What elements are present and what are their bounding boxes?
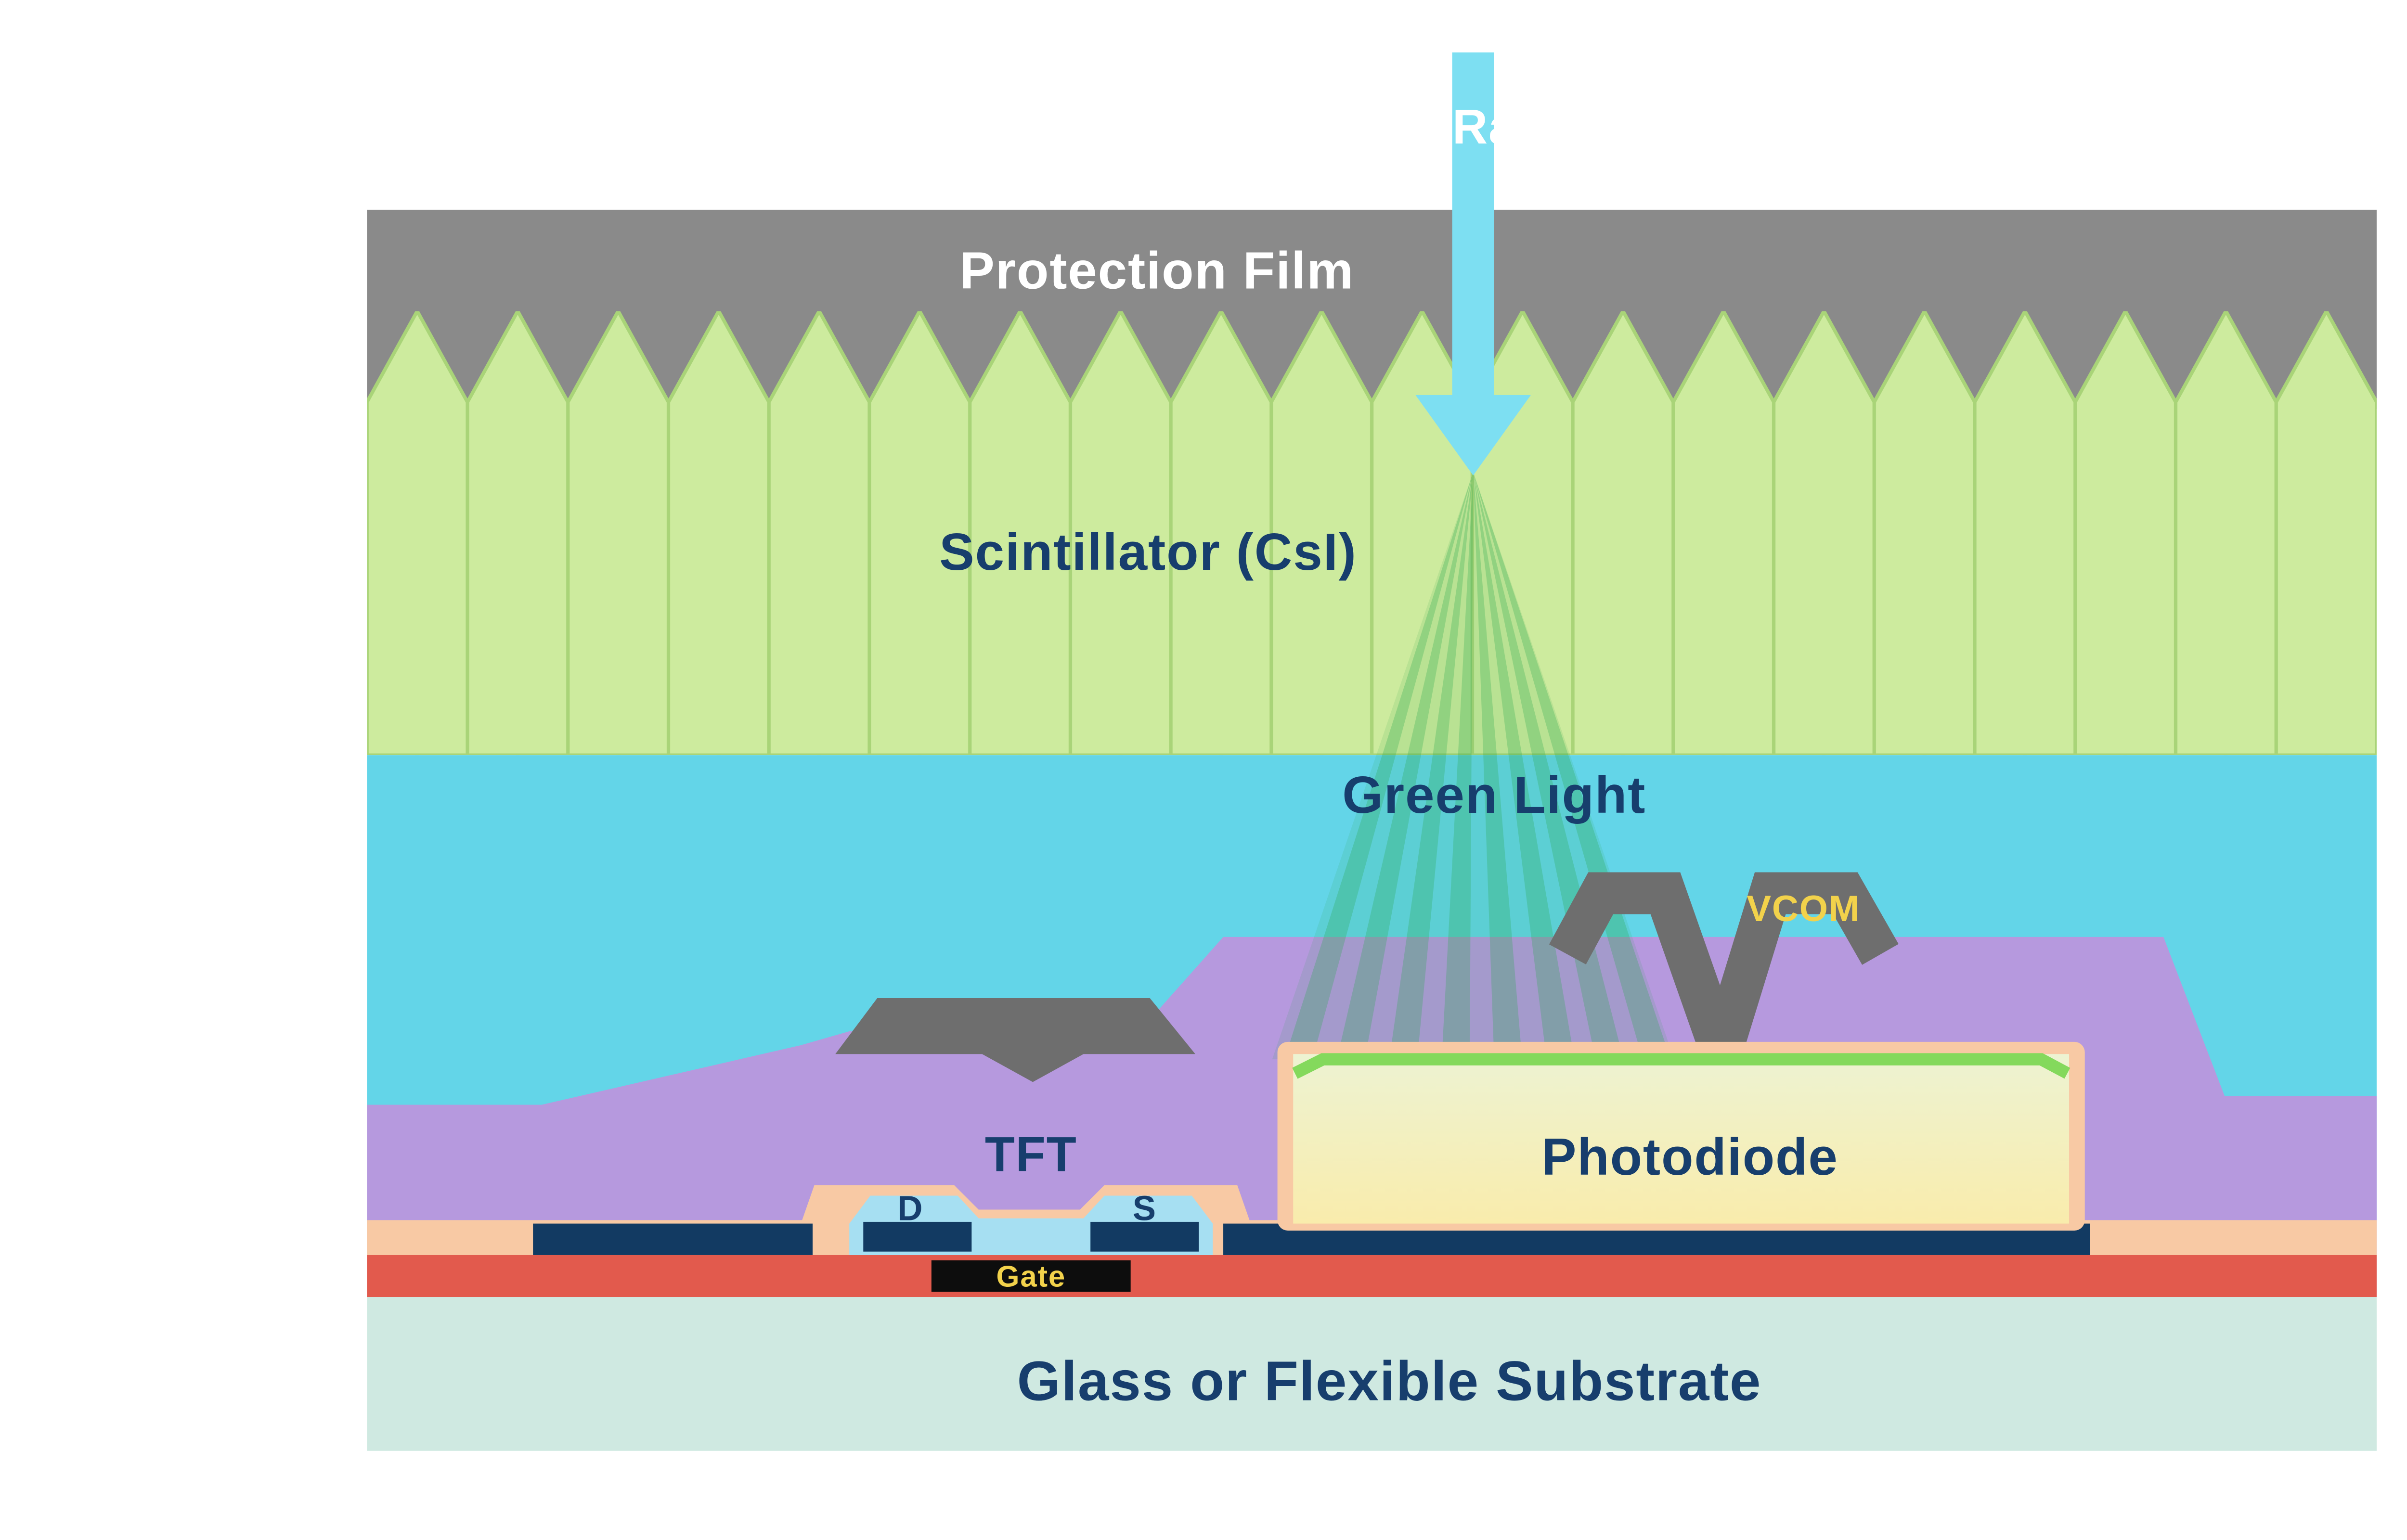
gate-electrode	[931, 1260, 1131, 1292]
vcom-label: VCOM	[1747, 888, 1860, 929]
xray-label: X-Ray	[1402, 99, 1545, 154]
photodiode-body	[1293, 1054, 2070, 1224]
tft-label: TFT	[985, 1127, 1077, 1182]
gate-label: Gate	[996, 1260, 1066, 1293]
protection-film-label: Protection Film	[959, 241, 1354, 300]
arrow-shaft	[1452, 52, 1494, 399]
scintillator-label: Scintillator (CsI)	[939, 523, 1357, 581]
photodiode-top-contact	[1292, 1053, 2071, 1079]
light-ray	[1441, 472, 1474, 1060]
gate-line-structure	[835, 998, 1195, 1082]
scintillator-layer	[367, 311, 2377, 756]
light-ray	[1473, 472, 1575, 1060]
gate-insulator-layer	[367, 1255, 2377, 1297]
data-line-left	[533, 1223, 813, 1255]
xray-arrow	[1415, 52, 1531, 475]
green-light-label: Green Light	[1342, 766, 1646, 824]
light-ray	[1337, 472, 1474, 1060]
drain-electrode	[863, 1221, 972, 1252]
light-ray	[1473, 472, 1522, 1060]
substrate-label: Glass or Flexible Substrate	[1017, 1349, 1762, 1412]
substrate-layer	[367, 1297, 2377, 1451]
light-ray	[1389, 472, 1474, 1060]
arrow-head	[1415, 395, 1531, 475]
drain-label: D	[897, 1189, 923, 1228]
source-electrode	[1090, 1221, 1199, 1252]
source-label: S	[1133, 1189, 1157, 1228]
photodiode-label: Photodiode	[1541, 1128, 1838, 1186]
